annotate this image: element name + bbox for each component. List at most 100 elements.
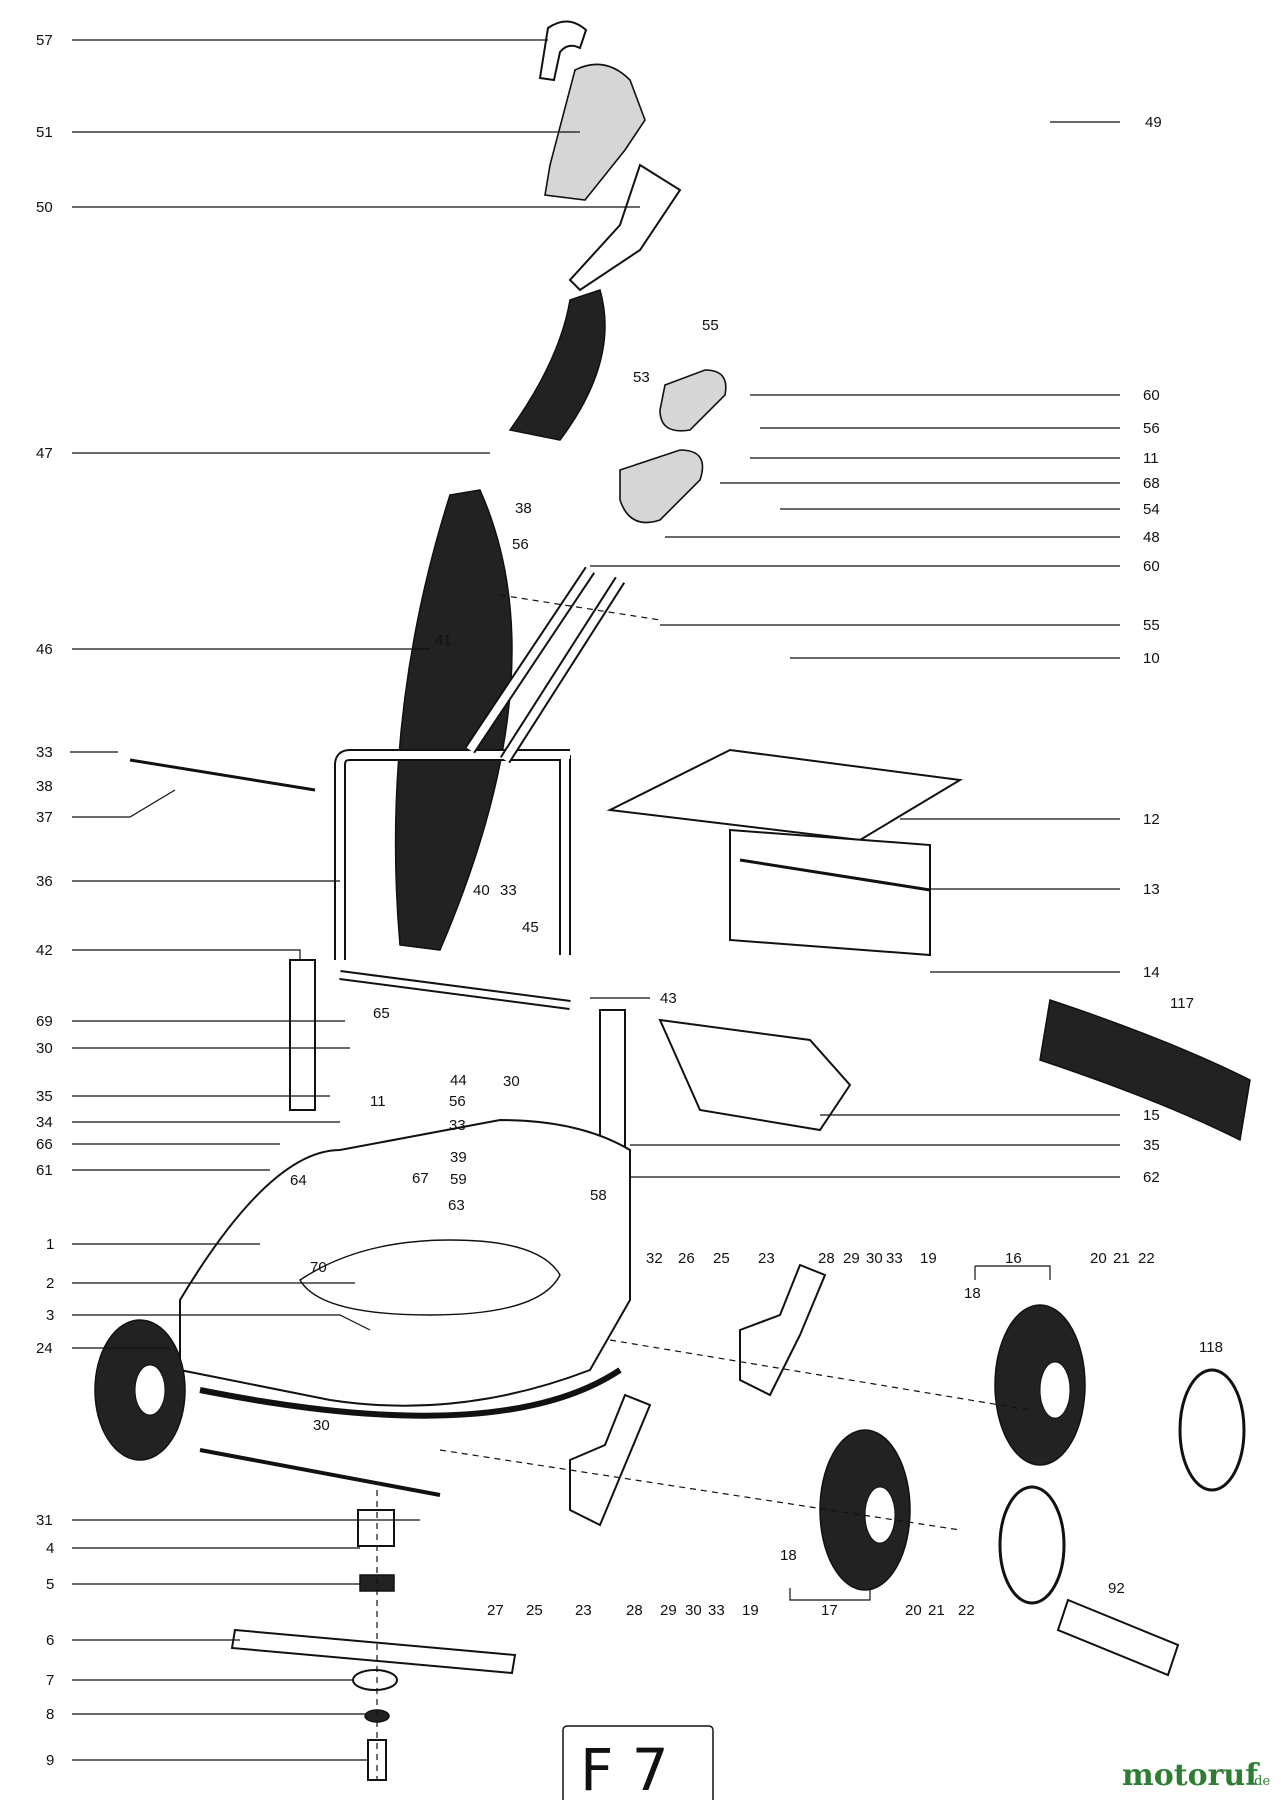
callout-labels: 57 51 50 47 46 33 38 37 36 42 69 30 35 3… xyxy=(36,32,1223,1769)
callout-28-b: 28 xyxy=(626,1602,643,1619)
callout-33-a: 33 xyxy=(36,744,53,761)
callout-48: 48 xyxy=(1143,529,1160,546)
callout-35-a: 35 xyxy=(36,1088,53,1105)
callout-30-d: 30 xyxy=(685,1602,702,1619)
callout-56-b: 56 xyxy=(512,536,529,553)
part-14-panel xyxy=(729,828,931,957)
callout-46: 46 xyxy=(36,641,53,658)
callout-67: 67 xyxy=(412,1170,429,1187)
callout-15: 15 xyxy=(1143,1107,1160,1124)
sheet-label-box xyxy=(562,1725,714,1800)
callout-11-a: 11 xyxy=(1143,450,1159,467)
callout-32: 32 xyxy=(646,1250,663,1267)
part-16-hub xyxy=(1039,1361,1071,1419)
part-7-washer xyxy=(352,1669,398,1691)
part-axle-bar-inner xyxy=(339,972,571,1008)
part-1-deck-rim xyxy=(199,1367,622,1419)
leader-lines xyxy=(70,39,1120,1761)
callout-27: 27 xyxy=(487,1602,504,1619)
callout-60-b: 60 xyxy=(1143,558,1160,575)
callout-21-b: 21 xyxy=(928,1602,945,1619)
part-51-cover xyxy=(544,63,646,201)
callout-63: 63 xyxy=(448,1197,465,1214)
part-24-hub xyxy=(134,1364,166,1416)
part-49-handle-inner xyxy=(754,36,1086,385)
callout-118: 118 xyxy=(1199,1339,1223,1356)
callout-58: 58 xyxy=(590,1187,607,1204)
brand-suffix: .de xyxy=(1250,1774,1270,1789)
callout-66: 66 xyxy=(36,1136,53,1153)
sheet-label: F 7 xyxy=(580,1736,669,1800)
callout-117: 117 xyxy=(1170,995,1194,1012)
callout-14: 14 xyxy=(1143,964,1160,981)
part-117-seal xyxy=(1039,999,1251,1142)
assembly-line-1 xyxy=(499,594,661,621)
part-23-upper-bracket xyxy=(739,1263,827,1397)
part-43-plate xyxy=(599,1009,626,1161)
callout-56-a: 56 xyxy=(1143,420,1160,437)
callout-23-a: 23 xyxy=(758,1250,775,1267)
callout-51: 51 xyxy=(36,124,53,141)
part-15-chute xyxy=(658,1018,852,1132)
part-50-bracket xyxy=(568,163,682,292)
callout-10: 10 xyxy=(1143,650,1160,667)
callout-26: 26 xyxy=(678,1250,695,1267)
callout-33-d: 33 xyxy=(886,1250,903,1267)
callout-28-a: 28 xyxy=(818,1250,835,1267)
callout-33-e: 33 xyxy=(708,1602,725,1619)
callout-61: 61 xyxy=(36,1162,53,1179)
callout-49: 49 xyxy=(1145,114,1162,131)
brand-logo: motoruf xyxy=(1122,1758,1260,1793)
callout-60-a: 60 xyxy=(1143,387,1160,404)
callout-6: 6 xyxy=(46,1632,54,1649)
callout-22-b: 22 xyxy=(958,1602,975,1619)
part-4-adapter xyxy=(357,1509,395,1547)
callout-53: 53 xyxy=(633,369,650,386)
callout-34: 34 xyxy=(36,1114,53,1131)
callout-25-a: 25 xyxy=(713,1250,730,1267)
part-17-hub xyxy=(864,1486,896,1544)
callout-16: 16 xyxy=(1005,1250,1022,1267)
callout-20-a: 20 xyxy=(1090,1250,1107,1267)
callout-39: 39 xyxy=(450,1149,467,1166)
callout-18-a: 18 xyxy=(964,1285,981,1302)
callout-1: 1 xyxy=(46,1236,54,1253)
callout-3: 3 xyxy=(46,1307,54,1324)
callout-13: 13 xyxy=(1143,881,1160,898)
callout-37: 37 xyxy=(36,809,53,826)
part-42-plate xyxy=(289,959,316,1111)
part-57-clip xyxy=(538,20,588,82)
part-118-ring xyxy=(1178,1368,1246,1492)
callout-29-a: 29 xyxy=(843,1250,860,1267)
part-31-rod xyxy=(199,1448,441,1497)
callout-35-b: 35 xyxy=(1143,1137,1160,1154)
part-36-upright-right-inner xyxy=(501,577,624,763)
callout-50: 50 xyxy=(36,199,53,216)
callout-33-c: 33 xyxy=(449,1117,466,1134)
callout-17: 17 xyxy=(821,1602,838,1619)
part-48-hinge xyxy=(619,449,704,524)
part-6-blade xyxy=(230,1628,517,1675)
callout-7: 7 xyxy=(46,1672,54,1689)
callout-19-b: 19 xyxy=(742,1602,759,1619)
callout-30-b: 30 xyxy=(503,1073,520,1090)
callout-92: 92 xyxy=(1108,1580,1125,1597)
callout-33-b: 33 xyxy=(500,882,517,899)
callout-59: 59 xyxy=(450,1171,467,1188)
part-37-rod xyxy=(129,758,316,792)
callout-31: 31 xyxy=(36,1512,53,1529)
callout-25-b: 25 xyxy=(526,1602,543,1619)
callout-29-b: 29 xyxy=(660,1602,677,1619)
callout-55-b: 55 xyxy=(1143,617,1160,634)
callout-18-b: 18 xyxy=(780,1547,797,1564)
callout-22-a: 22 xyxy=(1138,1250,1155,1267)
parts-drawing xyxy=(94,20,1251,1781)
callout-43: 43 xyxy=(660,990,677,1007)
part-46-lower-strip xyxy=(394,489,513,951)
callout-30-a: 30 xyxy=(36,1040,53,1057)
callout-5: 5 xyxy=(46,1576,54,1593)
callout-69: 69 xyxy=(36,1013,53,1030)
callout-36: 36 xyxy=(36,873,53,890)
callout-56-c: 56 xyxy=(449,1093,466,1110)
